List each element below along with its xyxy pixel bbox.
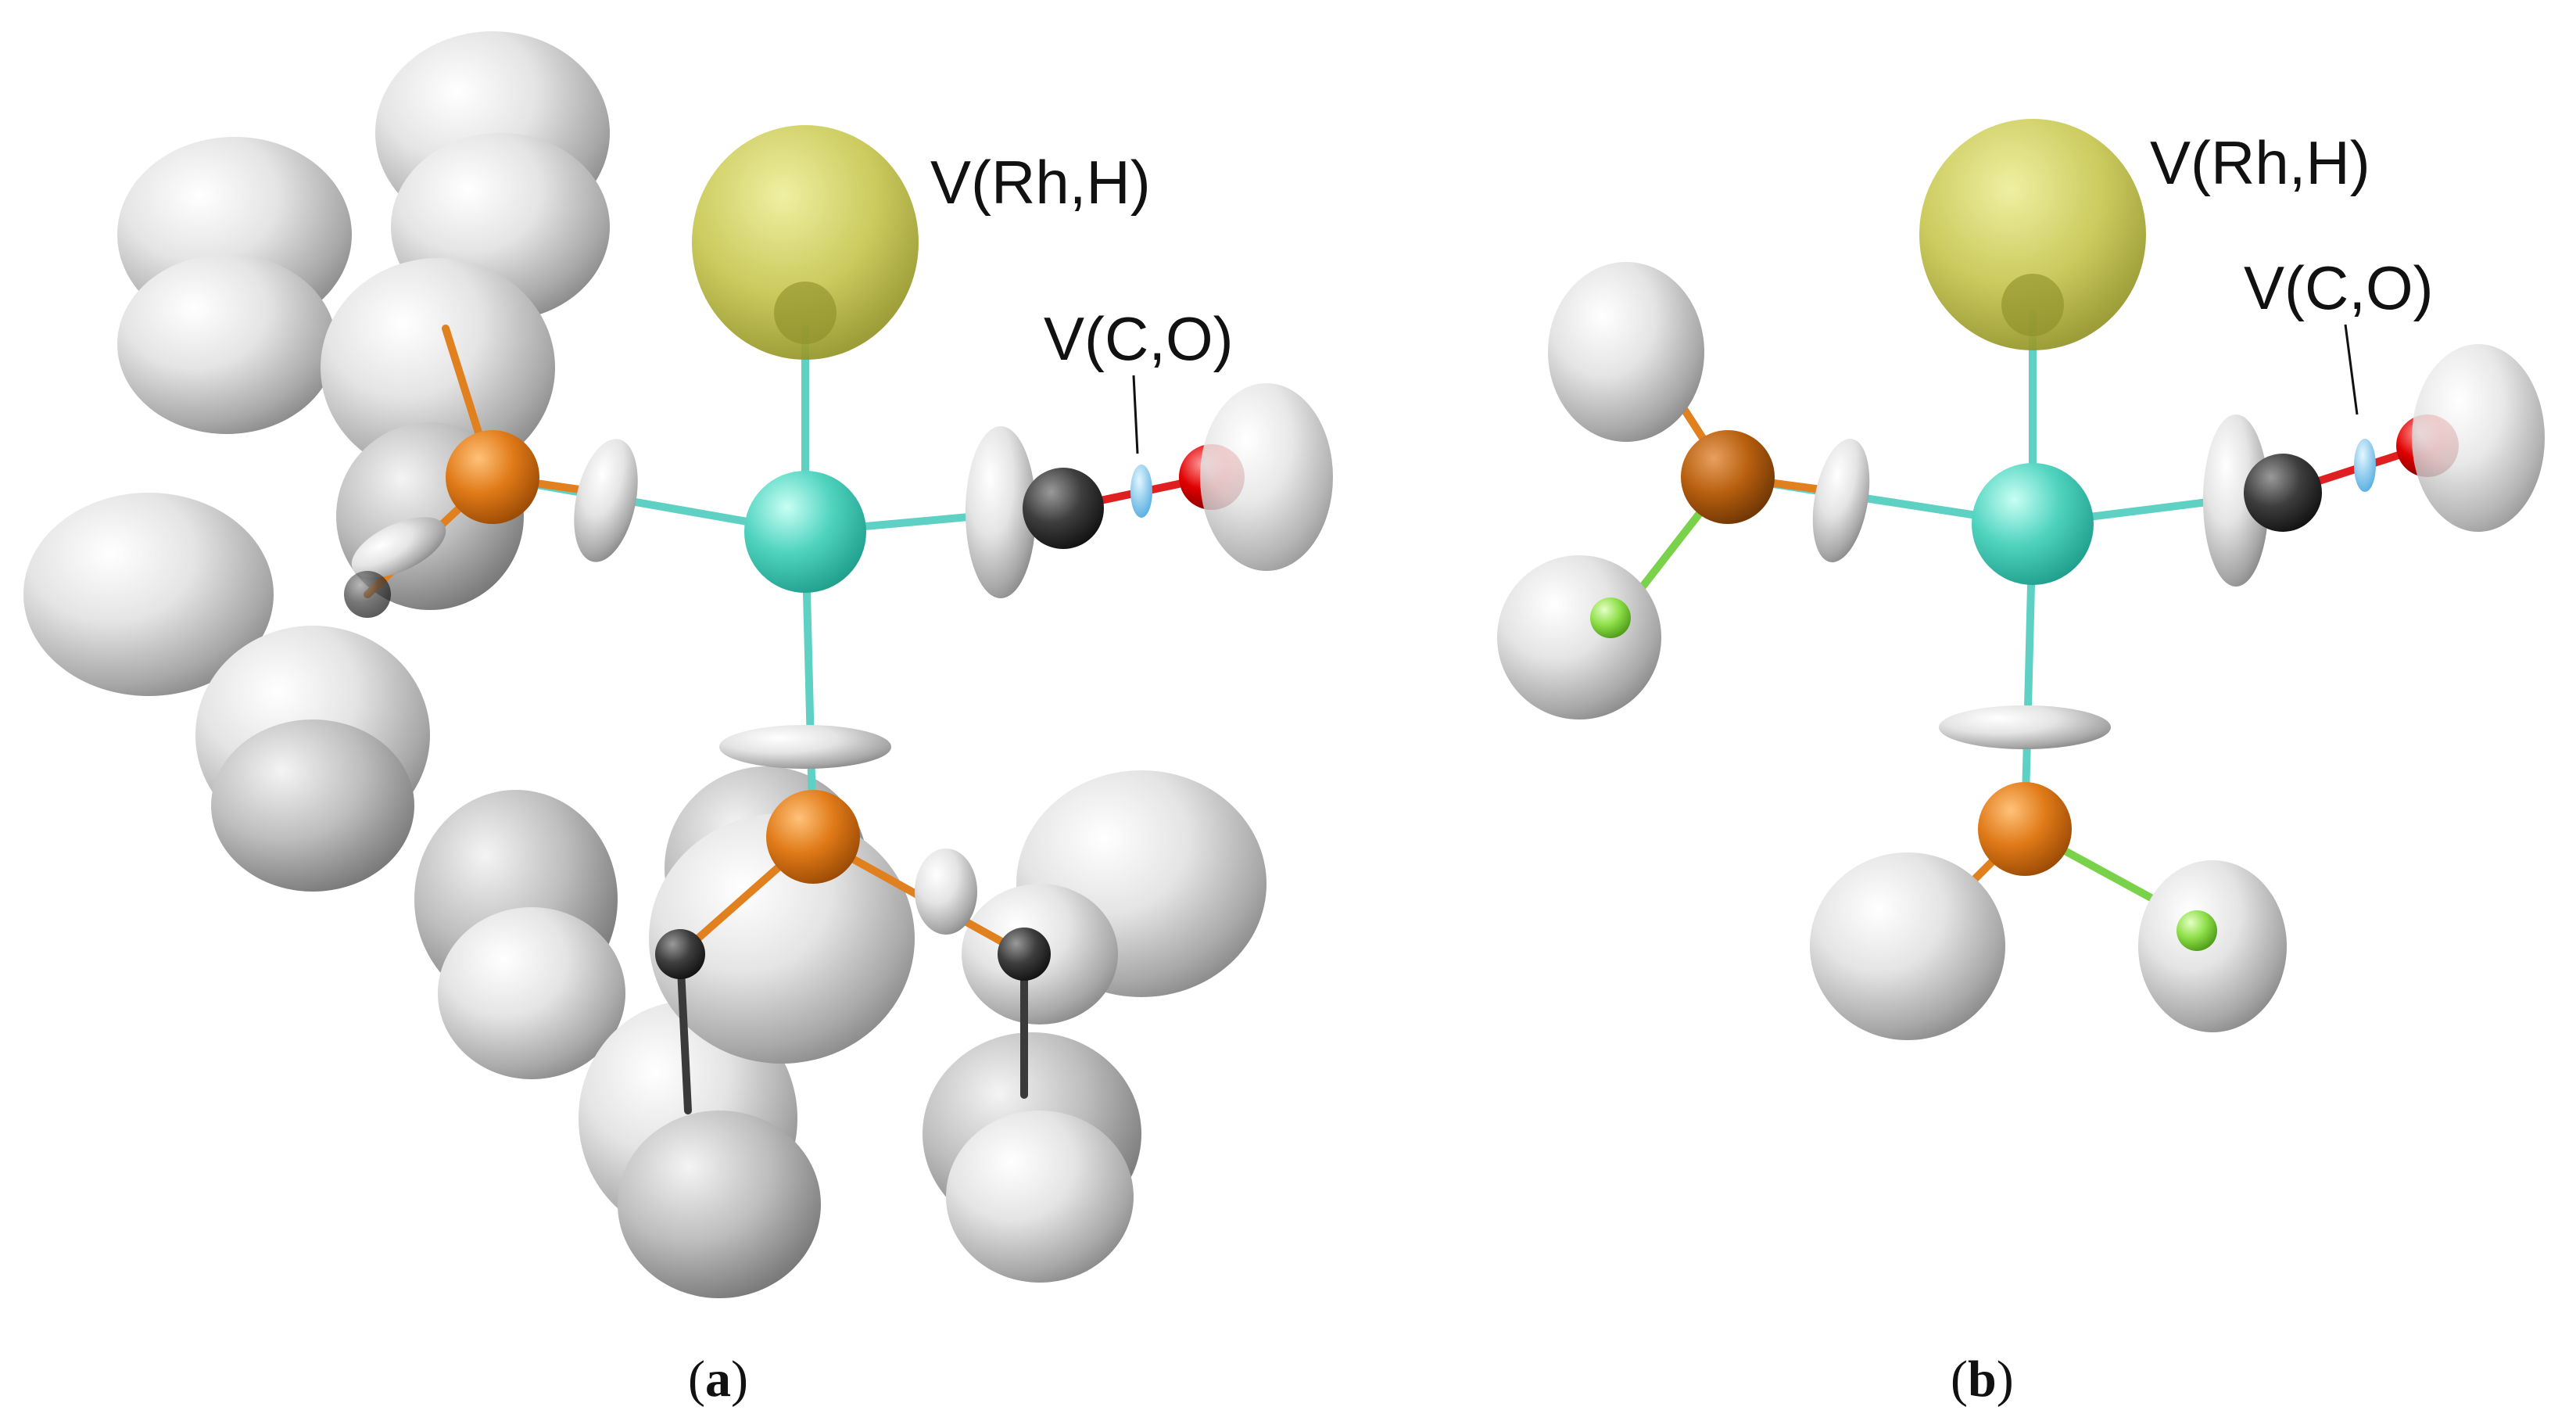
basin-a-16 <box>618 1111 821 1298</box>
atom-a-rh <box>744 471 866 593</box>
basin-a-5 <box>321 258 555 477</box>
basin-b-f-ul <box>1548 262 1704 442</box>
basin-a-19 <box>649 813 915 1064</box>
atom-a-c-low2 <box>998 928 1051 981</box>
basin-b-rh-h <box>1919 119 2146 350</box>
caption-a-close: ) <box>731 1351 748 1408</box>
label-b-rh-h: V(Rh,H) <box>2150 128 2370 197</box>
panel-b: V(Rh,H) V(C,O) (b) <box>1497 119 2545 1408</box>
caption-b: (b) <box>1951 1351 2014 1408</box>
atom-a-h <box>774 282 837 344</box>
caption-b-close: ) <box>1997 1351 2014 1408</box>
caption-b-letter: b <box>1968 1351 1997 1408</box>
basin-a-rh-h <box>692 125 919 360</box>
basin-a-o <box>1200 383 1333 571</box>
basin-a-9 <box>211 719 414 892</box>
label-b-c-o: V(C,O) <box>2244 253 2434 322</box>
atom-b-rh <box>1972 463 2094 585</box>
caption-a: (a) <box>688 1351 748 1408</box>
atom-a-c-low1 <box>655 929 705 979</box>
atom-b-f1 <box>1590 597 1631 638</box>
basin-a-rh-p2 <box>719 725 891 769</box>
basin-b-rh-c <box>2203 414 2269 587</box>
atom-a-c-left <box>344 571 391 618</box>
basins-a-upper-left <box>23 31 610 892</box>
basin-a-rh-c <box>966 426 1036 598</box>
label-a-c-o: V(C,O) <box>1044 304 1234 373</box>
basin-a-4 <box>117 254 336 434</box>
atom-a-p1 <box>446 430 539 524</box>
basin-a-rh-p1 <box>574 439 638 562</box>
basin-b-o <box>2412 344 2545 532</box>
atom-b-c <box>2244 454 2322 532</box>
atom-b-p1 <box>1681 430 1775 524</box>
atom-b-h <box>2001 274 2064 336</box>
basin-a-12 <box>438 907 625 1079</box>
atom-a-c <box>1023 468 1104 549</box>
basin-a-p1-lp <box>351 517 446 578</box>
leader-a-c-o <box>1132 375 1139 454</box>
basin-b-c-o <box>2354 439 2376 492</box>
basin-b-f-l <box>1497 555 1661 719</box>
label-a-rh-h: V(Rh,H) <box>930 148 1151 217</box>
basin-a-7 <box>23 493 274 696</box>
leader-b-c-o <box>2344 324 2359 415</box>
basin-a-p2-lp <box>915 849 977 935</box>
caption-a-letter: a <box>705 1351 731 1408</box>
basin-b-f-lr <box>2138 860 2287 1032</box>
caption-b-open: ( <box>1951 1351 1968 1408</box>
atom-a-p2 <box>766 790 860 884</box>
basin-b-rh-p2 <box>1939 705 2111 749</box>
atom-b-p2 <box>1978 782 2072 876</box>
basin-a-18 <box>946 1111 1134 1283</box>
bond-a-c1-down <box>676 950 692 1114</box>
basin-b-rh-p1 <box>1812 438 1870 563</box>
basin-a-c-o <box>1130 465 1152 518</box>
panel-a: V(Rh,H) V(C,O) (a) <box>23 31 1333 1408</box>
caption-a-open: ( <box>688 1351 705 1408</box>
basin-b-f-ll <box>1810 852 2005 1040</box>
atom-b-f2 <box>2177 910 2217 951</box>
